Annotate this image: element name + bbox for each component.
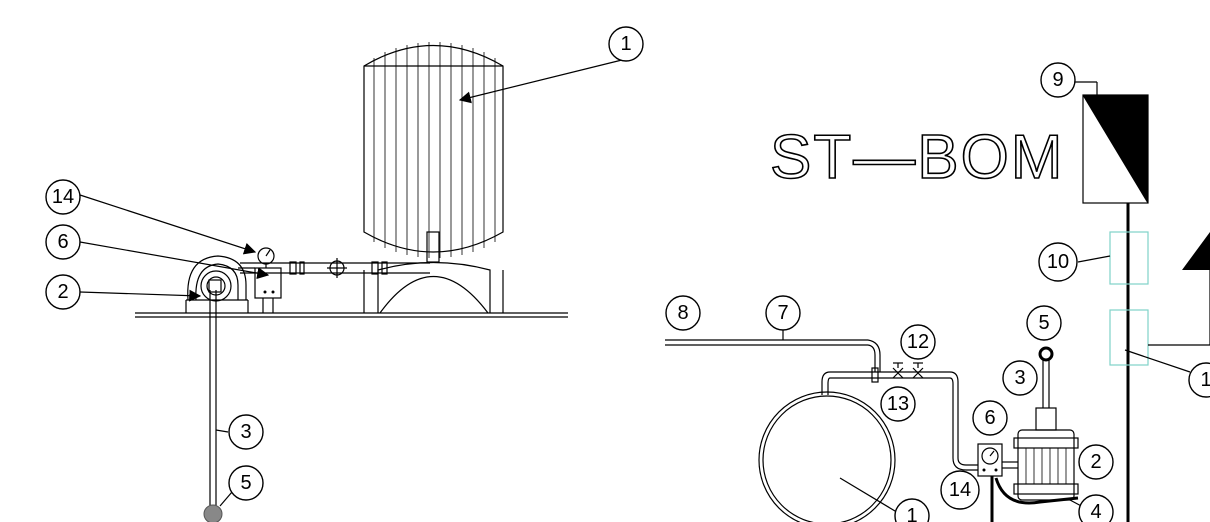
callout-rod-label: 3	[1002, 360, 1038, 396]
valve-assembly	[830, 362, 950, 383]
callout-line-8: 8	[665, 295, 701, 331]
callouts: 1 14 6 2 3 5 9 10	[45, 26, 1210, 522]
switch-gauge-unit	[977, 443, 1018, 522]
svg-text:2: 2	[1090, 451, 1101, 473]
svg-text:14: 14	[949, 479, 971, 501]
callout-left-tank: 1	[608, 26, 644, 62]
left-elevation	[79, 42, 631, 522]
callout-box-b: 1	[1188, 362, 1210, 398]
svg-text:3: 3	[1014, 367, 1025, 389]
callout-line-7: 7	[765, 295, 801, 331]
pump	[185, 255, 255, 313]
svg-text:1: 1	[620, 33, 631, 55]
callout-left-gauge: 14	[45, 179, 81, 215]
rod-cap	[1038, 346, 1054, 362]
svg-text:6: 6	[984, 407, 995, 429]
suction-pipe	[203, 290, 223, 522]
svg-text:1: 1	[1200, 369, 1210, 391]
svg-text:9: 9	[1052, 69, 1063, 91]
svg-text:4: 4	[1090, 501, 1101, 522]
svg-text:10: 10	[1047, 251, 1069, 273]
svg-text:6: 6	[57, 231, 68, 253]
callout-left-float: 5	[228, 465, 264, 501]
callout-terminal: 9	[1040, 62, 1076, 98]
supply-line	[665, 330, 881, 372]
terminal-box	[1075, 81, 1149, 204]
svg-text:13: 13	[887, 393, 909, 415]
callout-valve: 12	[900, 324, 936, 360]
right-plan: ST—BOM	[665, 81, 1210, 522]
callout-switch: 6	[972, 400, 1008, 436]
callout-left-switch: 6	[45, 224, 81, 260]
motor	[1013, 346, 1079, 501]
callout-rod: 5	[1026, 305, 1062, 341]
svg-text:1: 1	[906, 505, 917, 522]
float-ball	[203, 504, 223, 522]
vertical-tank	[363, 42, 504, 314]
title-text: ST—BOM	[770, 123, 1064, 192]
callout-motor: 2	[1078, 444, 1114, 480]
svg-text:5: 5	[240, 472, 251, 494]
svg-text:3: 3	[240, 421, 251, 443]
junction-box-a	[1109, 231, 1149, 285]
svg-text:2: 2	[57, 281, 68, 303]
svg-text:12: 12	[907, 331, 929, 353]
callout-valve2: 13	[880, 386, 916, 422]
svg-text:5: 5	[1038, 312, 1049, 334]
callout-left-pump: 2	[45, 274, 81, 310]
callout-left-pipe: 3	[228, 414, 264, 450]
callout-hose: 4	[1078, 494, 1114, 522]
svg-text:7: 7	[777, 302, 788, 324]
svg-text:8: 8	[677, 302, 688, 324]
junction-box-b	[1109, 309, 1149, 366]
callout-gauge: 14	[940, 470, 980, 510]
svg-text:14: 14	[52, 186, 74, 208]
discharge-pipe	[240, 258, 430, 278]
callout-right-tank: 1	[894, 498, 930, 522]
horizontal-tank	[758, 391, 901, 522]
callout-box-a: 10	[1038, 242, 1078, 282]
pressure-gauge	[257, 247, 275, 268]
